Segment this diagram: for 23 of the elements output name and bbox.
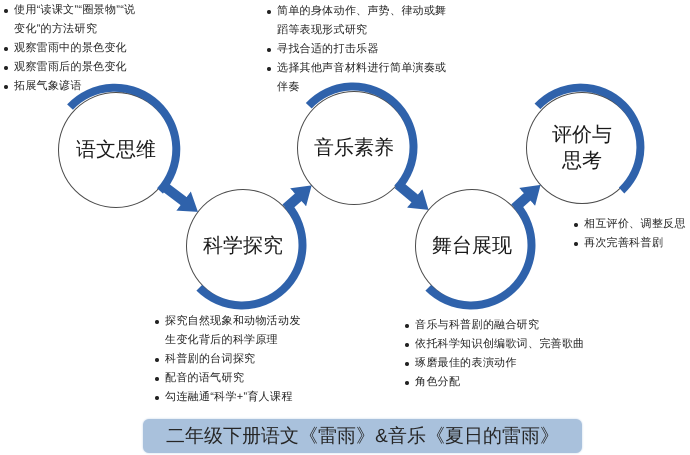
bullet-item: 使用“读课文”“圈景物”“说变化”的方法研究 bbox=[3, 1, 141, 39]
bullet-item: 寻找合适的打击乐器 bbox=[266, 40, 452, 59]
bullet-item: 勾连融通“科学+”育人课程 bbox=[154, 388, 306, 407]
bullet-item: 再次完善科普剧 bbox=[573, 234, 688, 253]
bullet-item: 科普剧的台词探究 bbox=[154, 350, 306, 369]
bullet-item: 简单的身体动作、声势、律动或舞蹈等表现形式研究 bbox=[266, 2, 452, 40]
bullet-item: 选择其他声音材料进行简单演奏或伴奏 bbox=[266, 59, 452, 97]
bullet-item: 拓展气象谚语 bbox=[3, 77, 141, 96]
bullet-item: 琢磨最佳的表演动作 bbox=[404, 354, 609, 373]
stage-label: 科学探究 bbox=[203, 234, 283, 259]
bullet-item: 相互评价、调整反思 bbox=[573, 215, 688, 234]
bullet-item: 观察雷雨后的景色变化 bbox=[3, 58, 141, 77]
bullet-item: 配音的语气研究 bbox=[154, 369, 306, 388]
title-banner: 二年级下册语文《雷雨》&音乐《夏日的雷雨》 bbox=[143, 419, 582, 453]
bullet-item: 依托科学知识创编歌词、完善歌曲 bbox=[404, 335, 609, 354]
stage-label: 舞台展现 bbox=[432, 234, 512, 259]
bullet-item: 观察雷雨中的景色变化 bbox=[3, 39, 141, 58]
bullet-item: 音乐与科普剧的融合研究 bbox=[404, 316, 609, 335]
bullet-item: 探究自然现象和动物活动发生变化背后的科学原理 bbox=[154, 312, 306, 350]
bullet-item: 角色分配 bbox=[404, 373, 609, 392]
stage-label: 音乐素养 bbox=[314, 136, 394, 161]
stage-label: 评价与思考 bbox=[551, 122, 613, 174]
stage-label: 语文思维 bbox=[76, 138, 156, 163]
